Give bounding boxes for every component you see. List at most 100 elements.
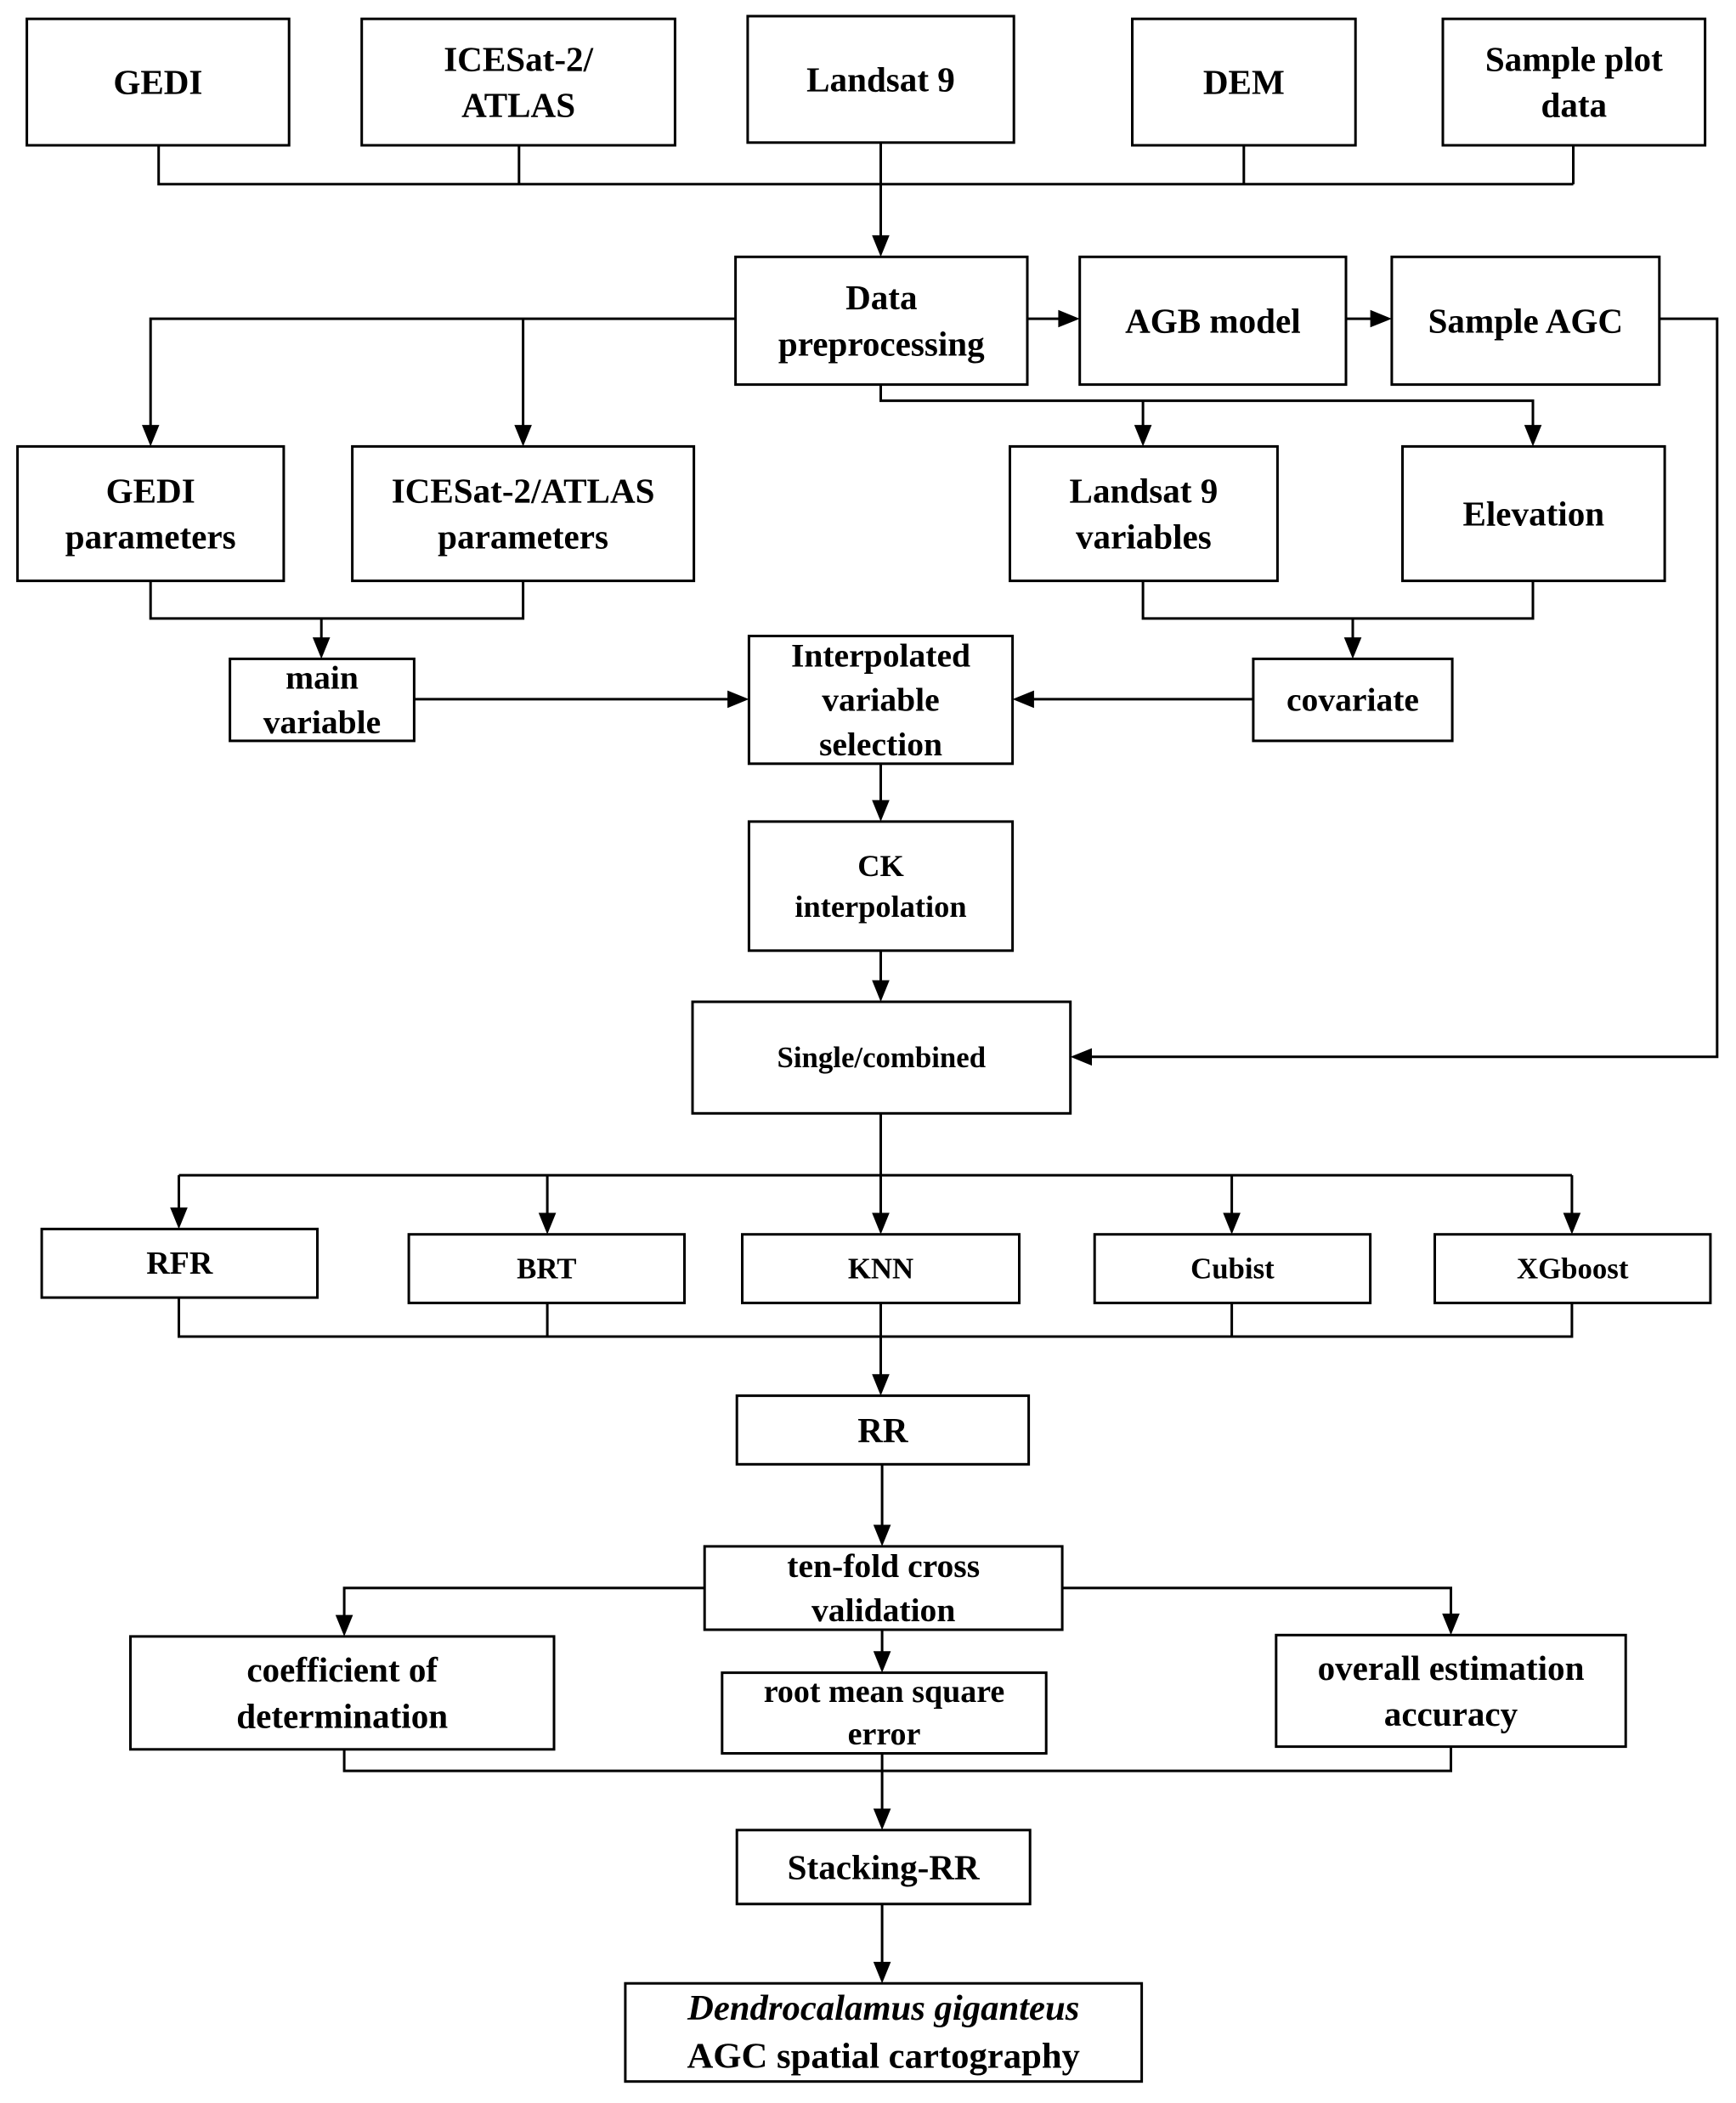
- node-box: [1252, 657, 1454, 743]
- node-sample-plot: Sample plot data: [1441, 17, 1707, 147]
- node-agb-model: AGB model: [1078, 255, 1348, 387]
- node-label: main: [286, 659, 359, 697]
- node-label: variable: [822, 681, 940, 719]
- node-label: Cubist: [1190, 1252, 1275, 1286]
- node-label: Interpolated: [791, 637, 970, 675]
- node-label: parameters: [438, 517, 608, 557]
- node-cubist: Cubist: [1093, 1233, 1372, 1304]
- node-label: RFR: [146, 1246, 213, 1281]
- arrowhead: [1524, 425, 1542, 447]
- node-label: parameters: [65, 517, 236, 557]
- node-box: [1433, 1233, 1712, 1304]
- node-dem: DEM: [1131, 17, 1357, 147]
- nodes: GEDI ICESat-2/ATLAS Landsat 9 DEM Sample plo…: [16, 14, 1712, 2083]
- node-label: accuracy: [1384, 1694, 1518, 1733]
- node-knn: KNN: [741, 1233, 1021, 1304]
- node-stacking-rr: Stacking-RR: [735, 1829, 1032, 1906]
- node-label: BRT: [517, 1252, 576, 1286]
- arrowhead: [1012, 690, 1034, 709]
- connector-line: [149, 580, 525, 620]
- node-box: [1275, 1633, 1627, 1749]
- node-label: CK: [857, 849, 904, 883]
- node-ck-interp: CK interpolation: [747, 820, 1015, 953]
- node-box: [735, 1394, 1031, 1466]
- arrowhead: [1070, 1048, 1092, 1066]
- node-box: [1093, 1233, 1372, 1304]
- node-main-variable: main variable: [229, 657, 416, 743]
- connector-line: [342, 1586, 705, 1618]
- connector-line: [1089, 317, 1719, 1059]
- node-elevation: Elevation: [1401, 444, 1666, 583]
- connector-line: [178, 1297, 1574, 1338]
- node-box: [229, 657, 416, 743]
- node-label: error: [848, 1716, 921, 1752]
- node-box: [407, 1233, 686, 1304]
- node-label: variable: [263, 704, 382, 741]
- connector-line: [342, 1746, 1452, 1772]
- arrowhead: [1223, 1213, 1241, 1235]
- node-box: [1131, 17, 1357, 147]
- node-label: Sample plot: [1485, 39, 1663, 78]
- node-label: validation: [811, 1591, 955, 1629]
- node-label: KNN: [848, 1252, 913, 1286]
- arrowhead: [335, 1614, 353, 1637]
- arrowhead: [872, 800, 890, 822]
- node-box: [1401, 444, 1666, 583]
- arrowhead: [873, 1651, 891, 1673]
- node-label: covariate: [1286, 681, 1419, 719]
- arrowhead: [872, 1213, 890, 1235]
- arrowhead: [538, 1213, 557, 1235]
- node-label: XGboost: [1517, 1252, 1629, 1286]
- node-label: overall estimation: [1318, 1648, 1585, 1687]
- connector-line: [1141, 580, 1535, 620]
- arrowhead: [873, 1524, 891, 1546]
- arrowhead: [1563, 1213, 1581, 1235]
- node-label: AGB model: [1125, 301, 1301, 340]
- node-box: [703, 1545, 1064, 1631]
- arrowhead: [1370, 309, 1392, 328]
- node-label: GEDI: [113, 63, 202, 102]
- arrowhead: [142, 425, 160, 447]
- node-label: Landsat 9: [1070, 471, 1219, 510]
- node-box: [734, 255, 1029, 387]
- arrowhead: [1442, 1614, 1460, 1636]
- connector-line: [157, 144, 1574, 186]
- node-label: AGC spatial cartography: [687, 2037, 1079, 2077]
- node-label: Single/combined: [778, 1041, 987, 1074]
- arrowhead: [170, 1207, 188, 1230]
- node-label: Dendrocalamus giganteus: [687, 1988, 1079, 2028]
- node-label: data: [1541, 86, 1607, 125]
- node-xgboost: XGboost: [1433, 1233, 1712, 1304]
- node-sample-agc: Sample AGC: [1390, 255, 1661, 387]
- node-label: root mean square: [764, 1674, 1005, 1710]
- node-box: [747, 635, 1015, 766]
- node-label: Stacking-RR: [788, 1847, 981, 1886]
- node-interp-selection: Interpolated variable selection: [747, 635, 1015, 766]
- arrowhead: [1134, 425, 1152, 447]
- node-label: determination: [236, 1697, 448, 1736]
- node-box: [624, 1981, 1144, 2083]
- node-label: ATLAS: [461, 86, 575, 125]
- node-box: [746, 14, 1015, 144]
- arrowhead: [872, 1374, 890, 1396]
- node-box: [1078, 255, 1348, 387]
- node-label: ICESat-2/: [444, 39, 593, 78]
- node-label: selection: [819, 726, 942, 763]
- node-brt: BRT: [407, 1233, 686, 1304]
- node-label: Landsat 9: [806, 59, 955, 99]
- node-box: [735, 1829, 1032, 1906]
- connector-line: [1062, 1586, 1452, 1616]
- node-label: Data: [845, 278, 917, 317]
- arrowhead: [872, 980, 890, 1002]
- node-box: [351, 444, 696, 583]
- node-label: interpolation: [794, 890, 966, 924]
- node-box: [16, 444, 286, 583]
- node-box: [721, 1671, 1048, 1755]
- arrowhead: [727, 690, 749, 709]
- node-overall-acc: overall estimation accuracy: [1275, 1633, 1627, 1749]
